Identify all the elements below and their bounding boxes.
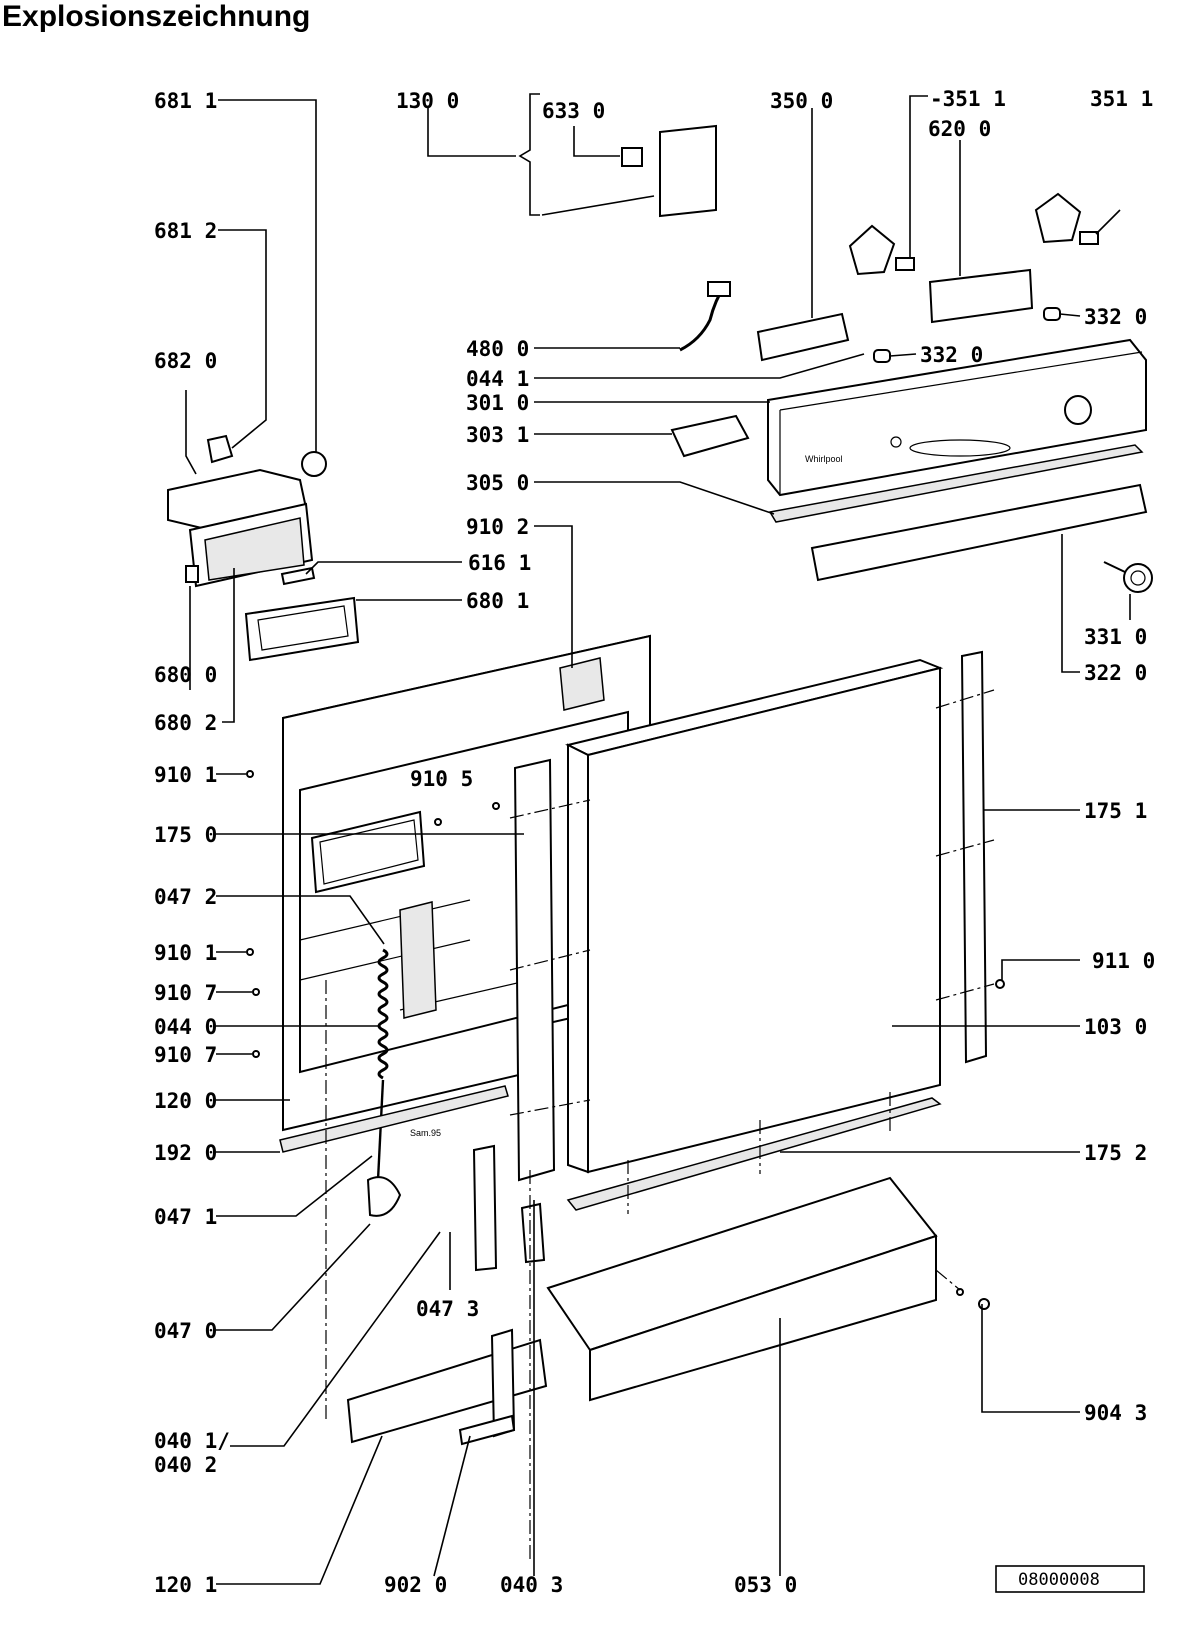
part-label: 044 1 [466,367,529,391]
brand-logo: Whirlpool [805,454,843,464]
door-handle [670,414,750,458]
part-label: 305 0 [466,471,529,495]
lower-seal-strip [279,1085,509,1153]
leader-lines [185,93,1131,1585]
right-side-trim [960,650,988,1064]
program-module [928,268,1034,324]
part-label: 175 2 [1084,1141,1147,1165]
rinse-aid-cap [301,451,327,477]
part-label: 047 0 [154,1319,217,1343]
door-spring [366,948,402,1217]
part-label: 047 2 [154,885,217,909]
spring-hook [366,1176,402,1217]
part-label: 910 7 [154,981,217,1005]
panel-lower-strip [768,444,1144,523]
detergent-dispenser [167,468,314,588]
part-label: -351 1 [930,87,1006,111]
door-bottom-seal [566,1097,942,1211]
push-button-right [1043,307,1061,321]
drawing-code-box [995,1565,1145,1593]
knob-right [1034,192,1082,244]
part-label: 910 1 [154,941,217,965]
push-button-center [873,349,891,363]
part-label: 350 0 [770,89,833,113]
part-label: 911 0 [1092,949,1155,973]
part-label: 681 1 [154,89,217,113]
alignment-lines [325,689,995,1560]
outer-door-panel [565,658,944,1174]
part-label: 047 3 [416,1297,479,1321]
part-label: 120 0 [154,1089,217,1113]
part-label: 040 3 [500,1573,563,1597]
part-labels: 681 1 681 2 682 0 130 0 633 0 350 0 -351… [154,87,1155,1597]
part-label: 047 1 [154,1205,217,1229]
electronics-board [756,312,850,362]
door-lock [659,124,717,218]
dispenser-gasket [310,810,426,894]
part-label: 910 5 [410,767,473,791]
part-label: 480 0 [466,337,529,361]
part-label: 331 0 [1084,625,1147,649]
hinge-bracket-0473 [472,1144,498,1272]
part-label: 680 1 [466,589,529,613]
program-knob [1123,563,1153,593]
left-side-trim [513,758,556,1182]
control-fascia [810,483,1148,582]
knob-left [848,224,896,276]
part-label: 681 2 [154,219,217,243]
part-label: 910 7 [154,1043,217,1067]
part-label: 053 0 [734,1573,797,1597]
part-label: 322 0 [1084,661,1147,685]
part-label: 175 0 [154,823,217,847]
dispenser-latch [280,566,316,586]
part-label: 682 0 [154,349,217,373]
hinge-bracket [559,657,605,711]
part-label: 904 3 [1084,1401,1147,1425]
part-label: 633 0 [542,99,605,123]
base-bracket-1201 [346,1338,548,1444]
part-label: 040 2 [154,1453,217,1477]
part-label: 680 0 [154,663,217,687]
program-knob-housing [1064,395,1092,425]
part-label: 040 1/ [154,1429,230,1453]
part-label: 103 0 [1084,1015,1147,1039]
part-label: 616 1 [468,551,531,575]
lock-switch [621,147,643,167]
dispenser-gasket-680-1 [244,596,360,662]
part-label: 175 1 [1084,799,1147,823]
part-label: 332 0 [920,343,983,367]
part-label: 332 0 [1084,305,1147,329]
part-label: 902 0 [384,1573,447,1597]
part-label: 351 1 [1090,87,1153,111]
hinge-arm [399,901,437,1019]
part-label: 130 0 [396,89,459,113]
kickplate-0530 [589,1234,937,1402]
control-panel: Whirlpool [767,338,1147,497]
drawing-code: 08000008 [1018,1570,1100,1590]
page-title: Explosionszeichnung [2,0,311,33]
part-label: 301 0 [466,391,529,415]
part-label: 620 0 [928,117,991,141]
bracket-0403 [520,1202,546,1264]
part-label: 910 2 [466,515,529,539]
part-label: 303 1 [466,423,529,447]
part-label: 044 0 [154,1015,217,1039]
door-marking: Sam.95 [410,1128,441,1138]
dispenser-lid-catch [206,434,234,464]
part-label: 120 1 [154,1573,217,1597]
part-label: 680 2 [154,711,217,735]
part-label: 910 1 [154,763,217,787]
part-label: 192 0 [154,1141,217,1165]
